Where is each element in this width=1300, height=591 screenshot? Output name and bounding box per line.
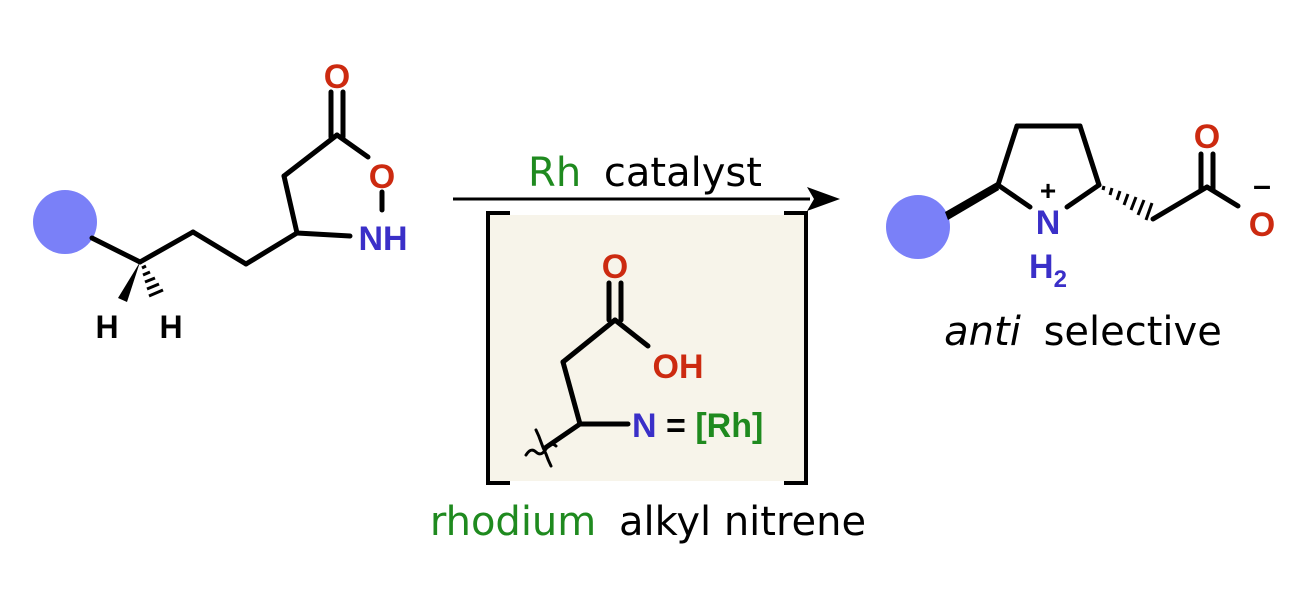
int-atom-carbonyl-o: O [602,248,628,286]
atom-h-left: H [95,309,118,345]
reagent-word: catalyst [604,150,762,196]
prod-bond-ch2-c [1150,184,1210,222]
prod-atom-h-sub: 2 [1054,266,1067,293]
wedge-bond-h [118,262,140,302]
substituent-circle-reactant [33,190,97,254]
int-bond-c-ch2 [560,317,618,365]
bond-chain-3 [243,230,300,267]
prod-charge-minus: – [1253,167,1271,203]
int-bond-ch2-ch [560,359,583,427]
caption-rest: alkyl nitrene [619,499,866,545]
hash-bond-h [141,264,164,298]
int-atom-n: N [632,407,657,445]
reagent-label: Rh catalyst [528,150,762,196]
prod-bond-c-o-minus [1204,184,1241,209]
prod-atom-h: H [1029,248,1054,286]
int-atom-rh: [Rh] [695,407,763,445]
prod-atom-h2: H2 [1029,248,1067,293]
prod-atom-carboxylate-o: O [1249,206,1275,244]
arrow-head [807,187,840,211]
int-double-bond: = [666,407,686,445]
atom-ring-o: O [369,158,395,196]
prod-ring-c2-c3 [995,123,1020,188]
caption-selective: selective [1044,309,1222,355]
bond-chain-2 [190,229,249,267]
bond-sub-ch2 [89,235,143,265]
attachment-squiggle [524,428,558,468]
prod-atom-carbonyl-o: O [1194,118,1220,156]
prod-ring-c4-c5 [1077,123,1102,188]
wedge-bond-product [945,182,999,220]
int-atom-oh: OH [653,348,704,386]
caption-metal: rhodium [430,499,596,545]
atom-h-right: H [159,309,182,345]
hash-bond-product [1101,185,1154,221]
product-caption: anti selective [944,309,1222,355]
bond-ring-c4-c3 [281,173,300,236]
int-bond-c-oh [612,317,651,349]
prod-atom-n: N [1036,204,1061,242]
reaction-arrow: Rh catalyst [453,150,840,211]
prod-ring-c2-n [995,182,1033,210]
bracket-right [784,211,808,485]
atom-ketone-o: O [324,58,350,96]
bond-ring-c3-c2 [281,132,340,179]
intermediate-structure: O OH N = [Rh] rhodium alkyl nitrene [430,248,866,545]
product-structure: N + H2 O O – anti selective [886,118,1275,355]
prod-charge-plus: + [1040,175,1056,206]
substituent-circle-product [886,195,950,259]
caption-italic: anti [944,309,1021,355]
bond-c2-o [334,132,371,160]
atom-nh: NH [358,220,407,258]
bond-chain-1 [137,229,196,265]
bond-c4-n [294,230,353,239]
int-nitrene-group: N = [Rh] [632,407,763,445]
reagent-metal: Rh [528,150,581,196]
reactant-structure: O O NH H H [33,58,408,345]
prod-ring-c5-n [1064,182,1102,210]
intermediate-caption: rhodium alkyl nitrene [430,499,866,545]
bracket-left [486,211,510,485]
